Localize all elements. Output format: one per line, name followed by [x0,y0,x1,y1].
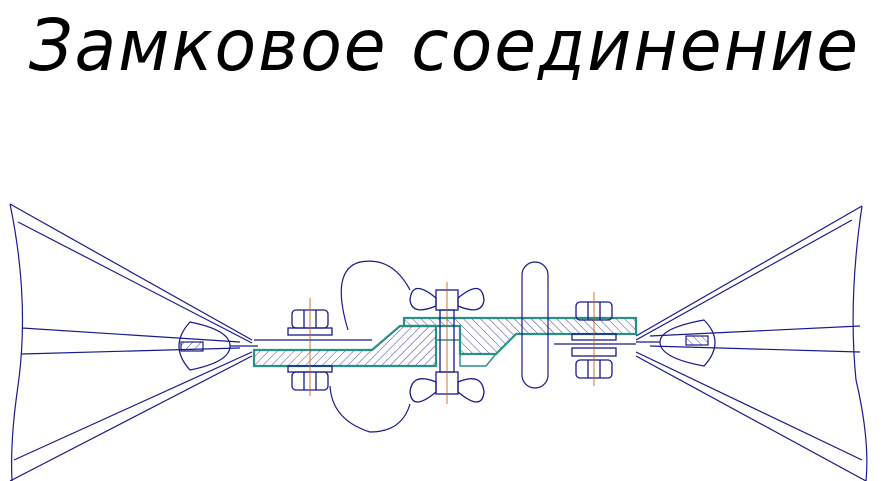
left-belt [9,203,258,481]
center-wing-nut-bolt [409,282,485,404]
right-belt [635,205,868,481]
lock-plate [252,316,638,368]
right-bolt [571,292,617,386]
left-bolt [287,298,333,396]
drawing-title: Замковое соединение [28,5,861,88]
handle-loop [329,260,549,433]
